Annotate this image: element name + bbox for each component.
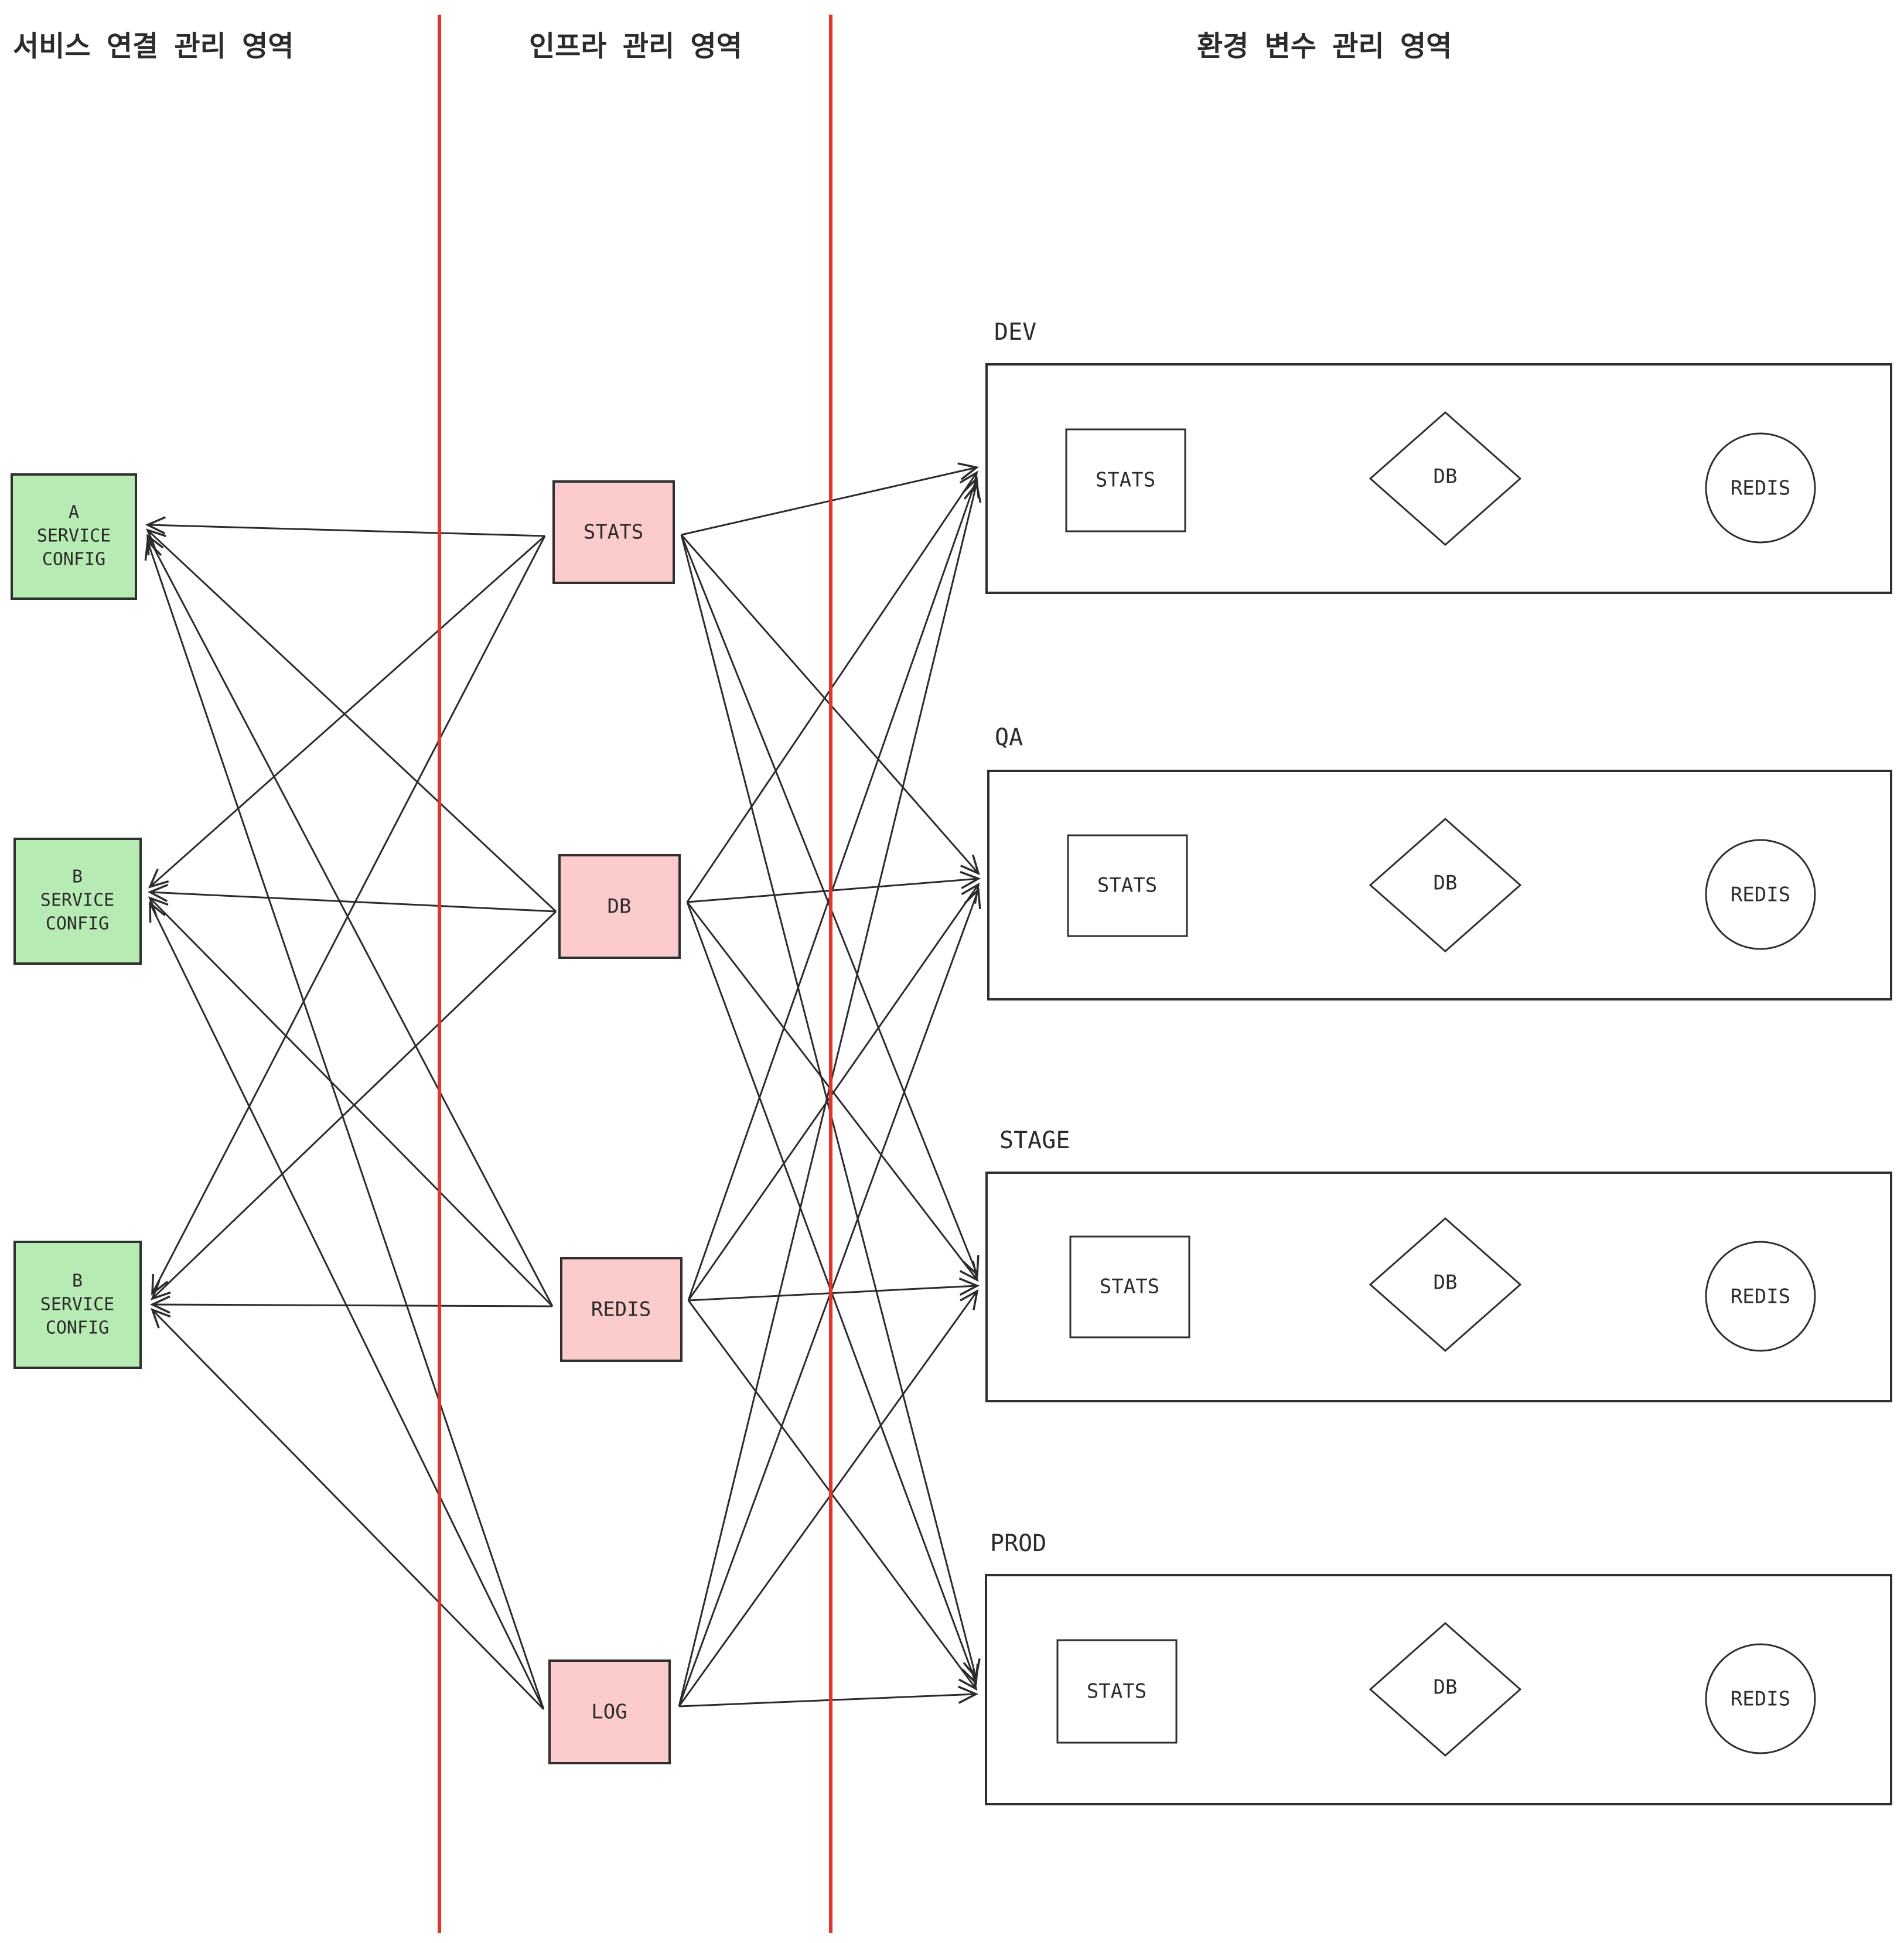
environment-stage-db-diamond [1369, 1217, 1522, 1353]
environment-qa-stats-square [1067, 834, 1188, 937]
environment-prod-stats-square [1056, 1639, 1178, 1744]
environment-qa-redis-circle [1705, 839, 1816, 950]
service-box-a: A SERVICE CONFIG [11, 473, 137, 600]
service-box-b1-line2: SERVICE [40, 890, 114, 911]
connection-stats-to-service_b1 [148, 535, 545, 889]
environment-dev: DEV STATS DB REDIS [985, 319, 1892, 594]
infra-box-stats: STATS [552, 480, 675, 584]
infra-box-redis-rect [560, 1257, 683, 1362]
infra-box-db-rect [558, 854, 681, 959]
environment-prod-db-label: DB [1434, 1676, 1458, 1699]
infra-box-log-label: LOG [591, 1700, 627, 1724]
environment-stage-label: STAGE [999, 1127, 1070, 1154]
env-area-header: 환경 변수 관리 영역 [1197, 31, 1452, 62]
connection-log-to-service_b2 [151, 1308, 545, 1710]
environment-dev-redis-circle [1705, 432, 1816, 544]
infra-box-stats-rect [552, 480, 675, 584]
environment-dev-label: DEV [994, 319, 1036, 346]
environment-qa-db-label: DB [1434, 872, 1458, 895]
environment-prod: PROD STATS DB REDIS [985, 1530, 1892, 1805]
connection-redis-to-qa [687, 882, 980, 1301]
connection-redis-to-service_b2 [149, 1295, 553, 1314]
service-box-b1-line1: B [72, 867, 83, 887]
environment-stage-redis-circle [1705, 1241, 1816, 1352]
environment-dev-redis-label: REDIS [1731, 477, 1790, 500]
service-box-b2-rect [13, 1241, 142, 1369]
connection-stats-to-service_b2 [151, 535, 546, 1296]
service-box-b1-rect [13, 838, 142, 965]
environment-dev-stats-label: STATS [1096, 469, 1155, 492]
connection-stats-to-service_a [145, 516, 545, 537]
connection-log-to-prod [678, 1685, 979, 1708]
service-box-a-rect [11, 473, 137, 600]
environment-dev-db-diamond [1369, 411, 1522, 547]
connection-log-to-qa [678, 887, 981, 1707]
infra-area-header: 인프라 관리 영역 [529, 31, 742, 62]
connection-log-to-dev [678, 481, 982, 1707]
environment-prod-redis-circle [1705, 1643, 1816, 1754]
infra-box-stats-label: STATS [584, 521, 643, 544]
service-box-a-line1: A [69, 503, 79, 523]
environment-qa: QA STATS DB REDIS [987, 724, 1892, 1000]
connection-redis-to-stage [688, 1277, 980, 1302]
environment-prod-stats-label: STATS [1087, 1680, 1147, 1703]
environment-prod-label: PROD [990, 1530, 1046, 1557]
connection-stats-to-prod [680, 534, 981, 1681]
infra-box-db-label: DB [608, 895, 632, 918]
service-box-b1: B SERVICE CONFIG [13, 838, 142, 965]
environment-qa-redis-label: REDIS [1731, 883, 1790, 907]
environment-qa-db-diamond [1369, 817, 1522, 953]
service-box-a-line3: CONFIG [42, 549, 105, 570]
environment-stage-db-label: DB [1434, 1271, 1458, 1295]
service-box-b2-line1: B [72, 1271, 83, 1292]
service-box-b2-line2: SERVICE [40, 1295, 114, 1315]
connection-log-to-stage [678, 1289, 979, 1707]
infra-box-log: LOG [548, 1659, 671, 1764]
environment-qa-label: QA [995, 724, 1023, 751]
environment-stage-redis-label: REDIS [1731, 1285, 1790, 1309]
connection-db-to-service_a [145, 528, 557, 913]
infra-box-redis-label: REDIS [591, 1298, 651, 1321]
environment-stage: STAGE STATS DB REDIS [985, 1127, 1892, 1402]
service-box-b1-line3: CONFIG [46, 914, 109, 934]
service-area-header: 서비스 연결 관리 영역 [13, 31, 294, 62]
connection-redis-to-service_a [146, 534, 554, 1307]
connection-redis-to-service_b1 [148, 896, 554, 1307]
connection-db-to-service_b1 [147, 883, 557, 913]
environment-dev-stats-square [1065, 428, 1186, 532]
connection-arrows [144, 462, 982, 1710]
infra-box-db: DB [558, 854, 681, 959]
infra-box-log-rect [548, 1659, 671, 1764]
infra-box-redis: REDIS [560, 1257, 683, 1362]
environment-stage-stats-label: STATS [1100, 1275, 1159, 1299]
service-box-b2: B SERVICE CONFIG [13, 1241, 142, 1369]
environment-stage-stats-square [1069, 1235, 1190, 1338]
environment-prod-db-diamond [1369, 1621, 1522, 1757]
environment-dev-db-label: DB [1434, 465, 1458, 489]
environment-qa-stats-label: STATS [1097, 874, 1157, 897]
connection-log-to-service_b1 [149, 901, 545, 1710]
service-box-b2-line3: CONFIG [46, 1318, 109, 1338]
environment-prod-redis-label: REDIS [1731, 1688, 1790, 1711]
service-box-a-line2: SERVICE [37, 526, 111, 547]
connection-log-to-service_a [144, 539, 545, 1710]
